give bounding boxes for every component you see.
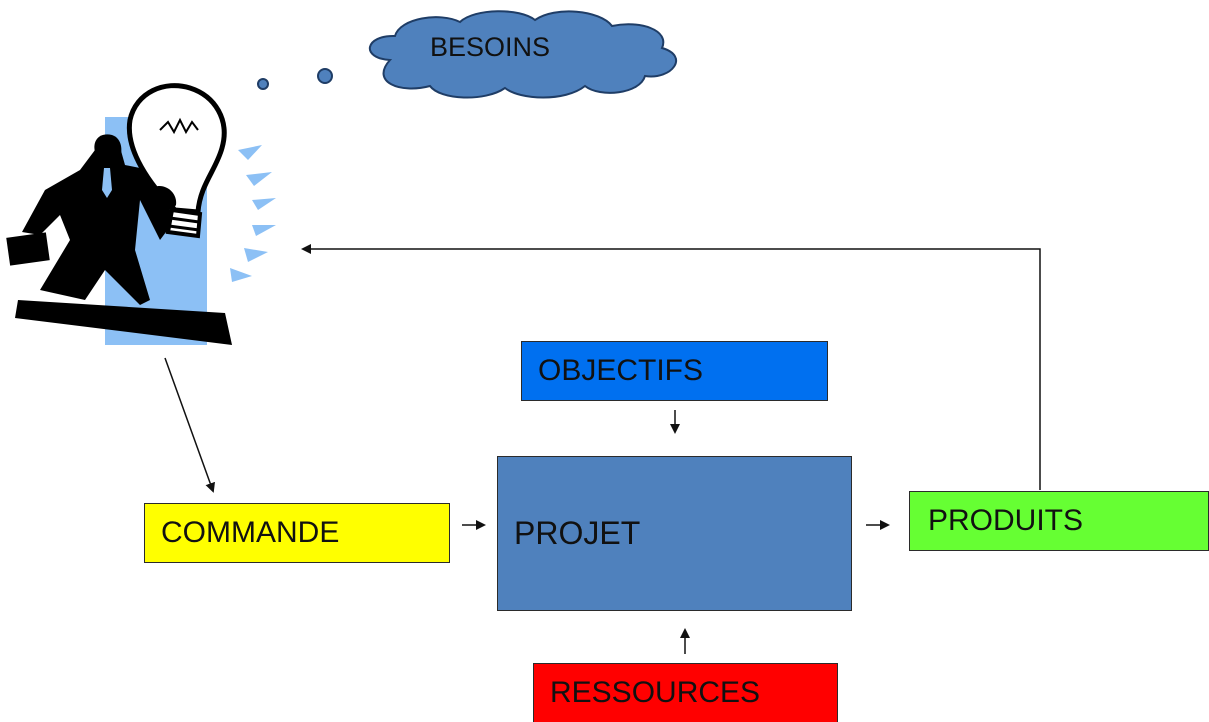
businessman-icon bbox=[22, 140, 175, 305]
produits-box: PRODUITS bbox=[909, 491, 1209, 551]
commande-label: COMMANDE bbox=[161, 516, 340, 549]
businessman-illustration bbox=[6, 83, 276, 345]
besoins-label: BESOINS bbox=[430, 32, 551, 62]
thought-bubble-medium bbox=[317, 68, 333, 84]
briefcase-icon bbox=[6, 232, 50, 266]
thought-cloud bbox=[369, 10, 677, 99]
feedback-arrow bbox=[301, 244, 1041, 490]
order-arrow bbox=[164, 357, 215, 493]
commande-box: COMMANDE bbox=[144, 503, 450, 563]
objectifs-label: OBJECTIFS bbox=[538, 354, 704, 387]
ressources-label: RESSOURCES bbox=[550, 676, 761, 709]
projet-box: PROJET bbox=[497, 456, 852, 611]
objectifs-box: OBJECTIFS bbox=[521, 341, 828, 401]
cloud-shape bbox=[369, 10, 677, 99]
produits-label: PRODUITS bbox=[928, 504, 1084, 537]
lightbulb-icon bbox=[126, 83, 227, 239]
platform-shape bbox=[15, 300, 232, 345]
thought-bubble-small bbox=[257, 78, 269, 90]
ressources-box: RESSOURCES bbox=[533, 663, 838, 722]
light-rays bbox=[230, 145, 276, 282]
projet-label: PROJET bbox=[514, 515, 641, 551]
